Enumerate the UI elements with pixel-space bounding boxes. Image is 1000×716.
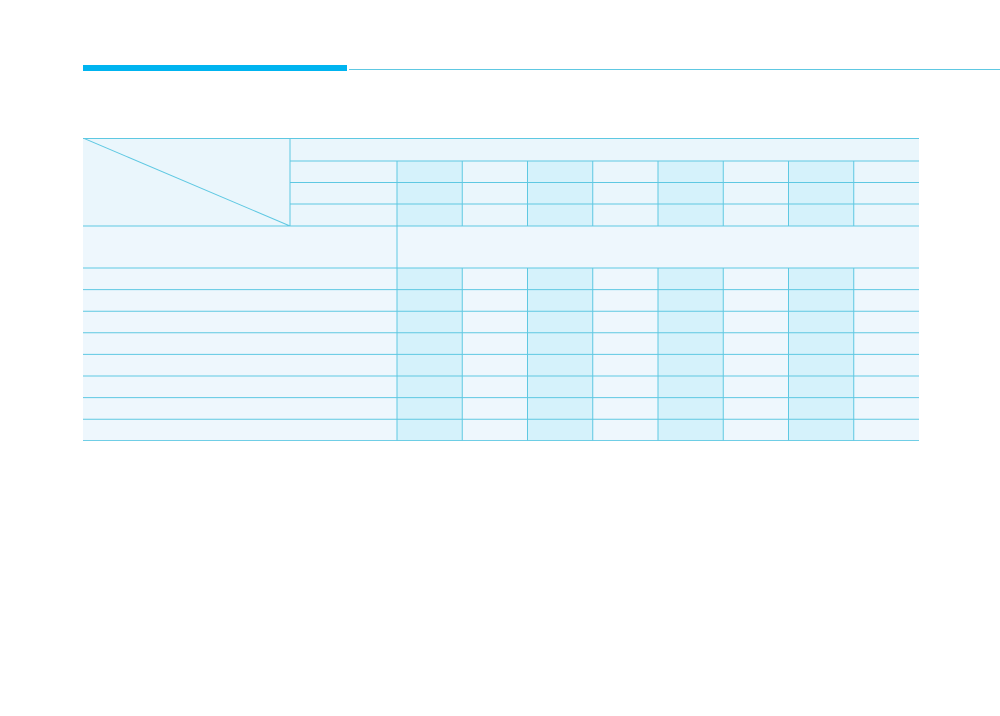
header-rule-line xyxy=(349,69,1000,70)
corner-diagonal xyxy=(83,138,291,227)
header-shaded-column xyxy=(788,161,854,226)
header-shaded-column xyxy=(527,161,593,226)
section-row-bg xyxy=(83,226,919,268)
header-accent-bar xyxy=(83,65,347,71)
header-shaded-column xyxy=(658,161,724,226)
spec-table xyxy=(83,138,919,441)
header-shaded-column xyxy=(397,161,463,226)
